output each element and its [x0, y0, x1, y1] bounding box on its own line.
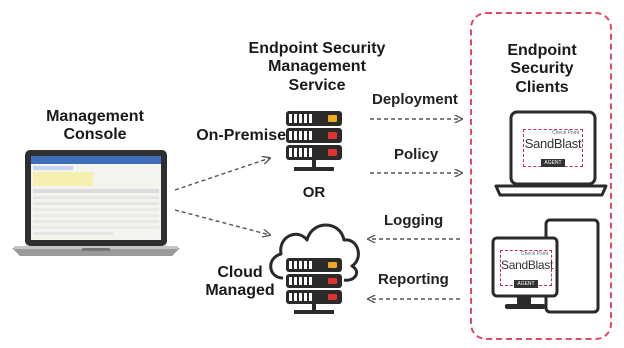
or-label: OR	[302, 184, 326, 201]
management-service-label: Endpoint Security Management Service	[248, 40, 386, 94]
endpoint-clients-label: Endpoint Security Clients	[507, 42, 577, 96]
cloud-icon	[269, 223, 360, 314]
sandblast-badge-desktop: Check Point SandBlast AGENT	[500, 250, 554, 288]
management-console-label: Management Console	[46, 108, 144, 144]
server-stack-icon	[286, 111, 342, 171]
policy-label: Policy	[394, 146, 439, 163]
client-laptop-icon	[494, 110, 608, 197]
badge-subtitle: AGENT	[514, 280, 538, 288]
cloud-managed-label: Cloud Managed	[205, 264, 275, 300]
console-to-onprem-arrow	[174, 158, 270, 191]
sandblast-badge-laptop: Check Point SandBlast AGENT	[523, 129, 583, 167]
badge-product-name: SandBlast	[501, 258, 554, 272]
logging-label: Logging	[384, 212, 444, 229]
badge-brand-text: Check Point	[552, 130, 579, 136]
console-to-cloud-arrow	[174, 209, 270, 235]
deployment-label: Deployment	[372, 91, 458, 108]
clients-container	[470, 12, 612, 340]
badge-brand-text: Check Point	[521, 251, 548, 257]
on-premise-label: On-Premise	[196, 127, 286, 144]
badge-product-name: SandBlast	[524, 136, 582, 151]
reporting-label: Reporting	[378, 271, 449, 288]
laptop-icon	[12, 150, 180, 256]
badge-subtitle: AGENT	[541, 159, 565, 167]
